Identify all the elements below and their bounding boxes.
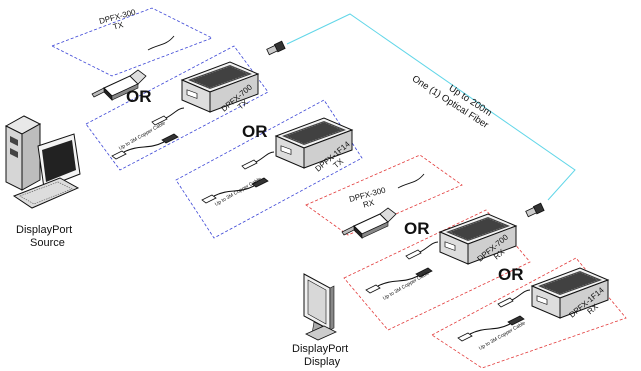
or-label: OR [126, 87, 152, 106]
fiber-label: Up to 200m One (1) Optical Fiber [410, 73, 494, 131]
model-role: TX [112, 20, 125, 32]
cable-label: Up to 3M Copper Cable [214, 176, 263, 208]
dongle-icon [341, 207, 397, 239]
fiber-connector-icon [525, 202, 545, 218]
copper-cable-icon [147, 35, 175, 51]
rx-dpfx700-group [343, 209, 531, 331]
rx-dpfx300-label: DPFX-300 RX [348, 185, 387, 210]
tx-dpfx700-group [85, 45, 269, 171]
or-label: OR [498, 265, 524, 284]
monitor-icon [303, 273, 337, 341]
computer-icon [4, 115, 81, 209]
display-label-line1: DisplayPort [292, 343, 348, 355]
copper-cable-icon [397, 173, 425, 189]
rx-dpfx1f14-group [431, 257, 627, 369]
rx-dpfx300-group [305, 154, 463, 236]
cable-label: Up to 3M Copper Cable [382, 270, 431, 302]
model-role: RX [362, 198, 376, 210]
fiber-line [286, 13, 576, 201]
or-label: OR [404, 219, 430, 238]
cable-label: Up to 3M Copper Cable [478, 320, 527, 352]
display-label-line2: Display [304, 356, 341, 368]
fiber-connector-icon [266, 40, 286, 56]
tx-dpfx300-label: DPFX-300 TX [98, 7, 137, 32]
or-label: OR [242, 122, 268, 141]
source-label-line1: DisplayPort [16, 224, 72, 236]
tx-dpfx1f14-group [175, 99, 363, 239]
tx-dpfx300-group [51, 7, 213, 77]
source-label-line2: Source [30, 237, 65, 249]
